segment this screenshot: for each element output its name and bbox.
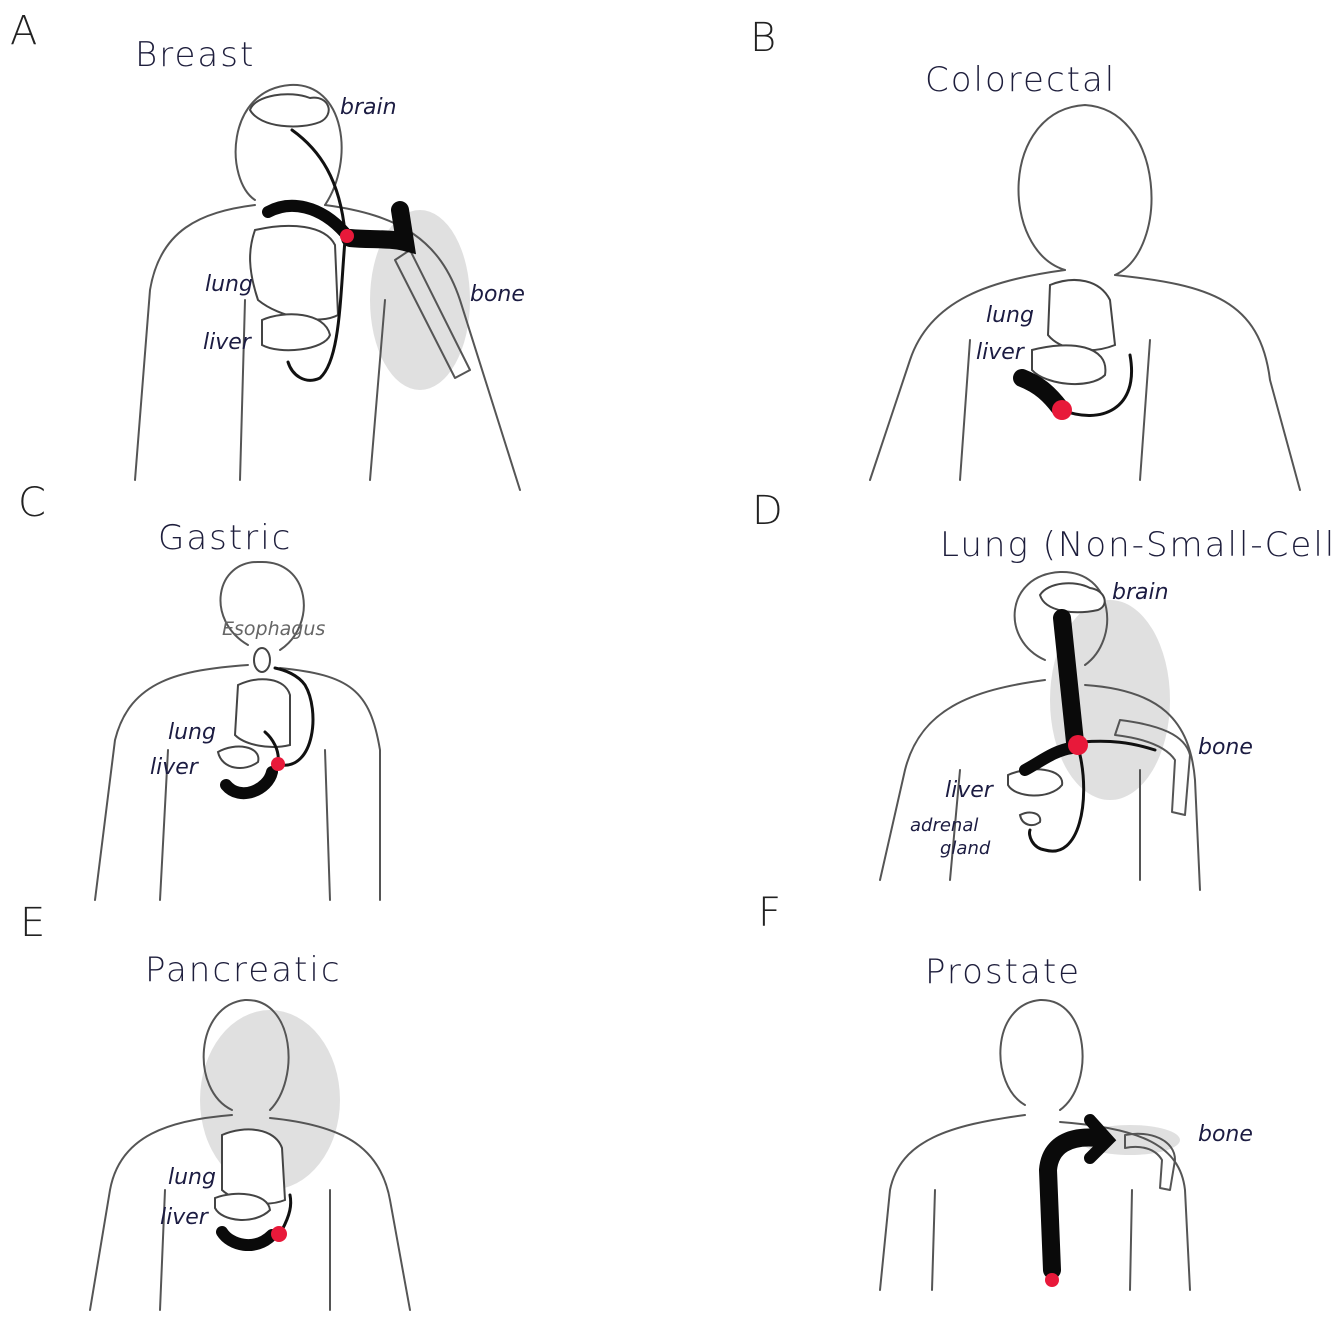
organ-label-bone: bone	[1198, 735, 1253, 760]
organ-label-liver: liver	[150, 755, 198, 780]
panel-pancreatic: E Pancreatic lung liver	[0, 890, 660, 1320]
organ-label-adrenal: adrenal	[910, 815, 978, 836]
organ-label-bone: bone	[1198, 1122, 1253, 1147]
panel-letter: C	[18, 480, 46, 526]
panel-letter: D	[752, 488, 783, 534]
arrow-to-liver	[222, 1232, 272, 1245]
breast-diagram	[0, 0, 660, 430]
lung-shape	[235, 679, 290, 747]
organ-label-liver: liver	[945, 778, 993, 803]
liver-shape	[215, 1194, 270, 1220]
panel-gastric: C Gastric Esophagus lung liver	[0, 480, 660, 910]
panel-lung-nsclc: D Lung (Non-Small-Cell) brain bone liver…	[670, 480, 1330, 910]
panel-letter: F	[758, 890, 781, 936]
arrow-to-liver	[226, 772, 272, 793]
brain-shape	[1040, 583, 1105, 612]
organ-label-brain: brain	[340, 95, 397, 120]
adrenal-shape	[1020, 813, 1040, 825]
organ-label-lung: lung	[168, 1165, 216, 1190]
primary-tumor	[1068, 735, 1088, 755]
liver-shape	[1008, 769, 1062, 795]
organ-label-gland: gland	[940, 838, 990, 859]
panel-title: Lung (Non-Small-Cell)	[940, 525, 1337, 565]
panel-breast: A Breast brain lung liver bone	[0, 0, 660, 430]
organ-label-lung: lung	[986, 303, 1034, 328]
esophagus-shape	[254, 648, 270, 672]
panel-title: Breast	[135, 35, 255, 75]
brain-shape	[250, 94, 329, 126]
organ-label-brain: brain	[1112, 580, 1169, 605]
organ-label-esophagus: Esophagus	[222, 618, 325, 640]
lung-shape	[250, 226, 338, 320]
organ-label-lung: lung	[168, 720, 216, 745]
primary-tumor	[271, 1226, 287, 1242]
panel-title: Pancreatic	[145, 950, 342, 990]
primary-tumor	[1045, 1273, 1059, 1287]
organ-label-liver: liver	[976, 340, 1024, 365]
arrow-to-bone	[350, 210, 405, 242]
primary-tumor	[271, 757, 285, 771]
lung-shape	[222, 1129, 285, 1203]
panel-letter: A	[10, 8, 37, 54]
liver-shape	[1032, 345, 1105, 384]
organ-label-liver: liver	[160, 1205, 208, 1230]
panel-colorectal: B Colorectal lung liver	[670, 0, 1330, 430]
panel-title: Prostate	[925, 952, 1081, 992]
organ-label-liver: liver	[203, 330, 251, 355]
liver-shape	[218, 747, 258, 768]
organ-label-lung: lung	[205, 272, 253, 297]
arm-inner	[932, 1190, 1132, 1290]
panel-letter: B	[750, 15, 776, 61]
panel-title: Colorectal	[925, 60, 1116, 100]
gastric-diagram	[0, 480, 660, 910]
head-outline	[1018, 105, 1151, 275]
organ-label-bone: bone	[470, 282, 525, 307]
head-outline	[1000, 1000, 1082, 1110]
panel-letter: E	[20, 900, 45, 946]
panel-title: Gastric	[158, 518, 292, 558]
lung-shape	[1048, 280, 1115, 350]
panel-prostate: F Prostate bone	[670, 890, 1330, 1320]
primary-tumor	[1052, 400, 1072, 420]
primary-tumor	[340, 229, 354, 243]
